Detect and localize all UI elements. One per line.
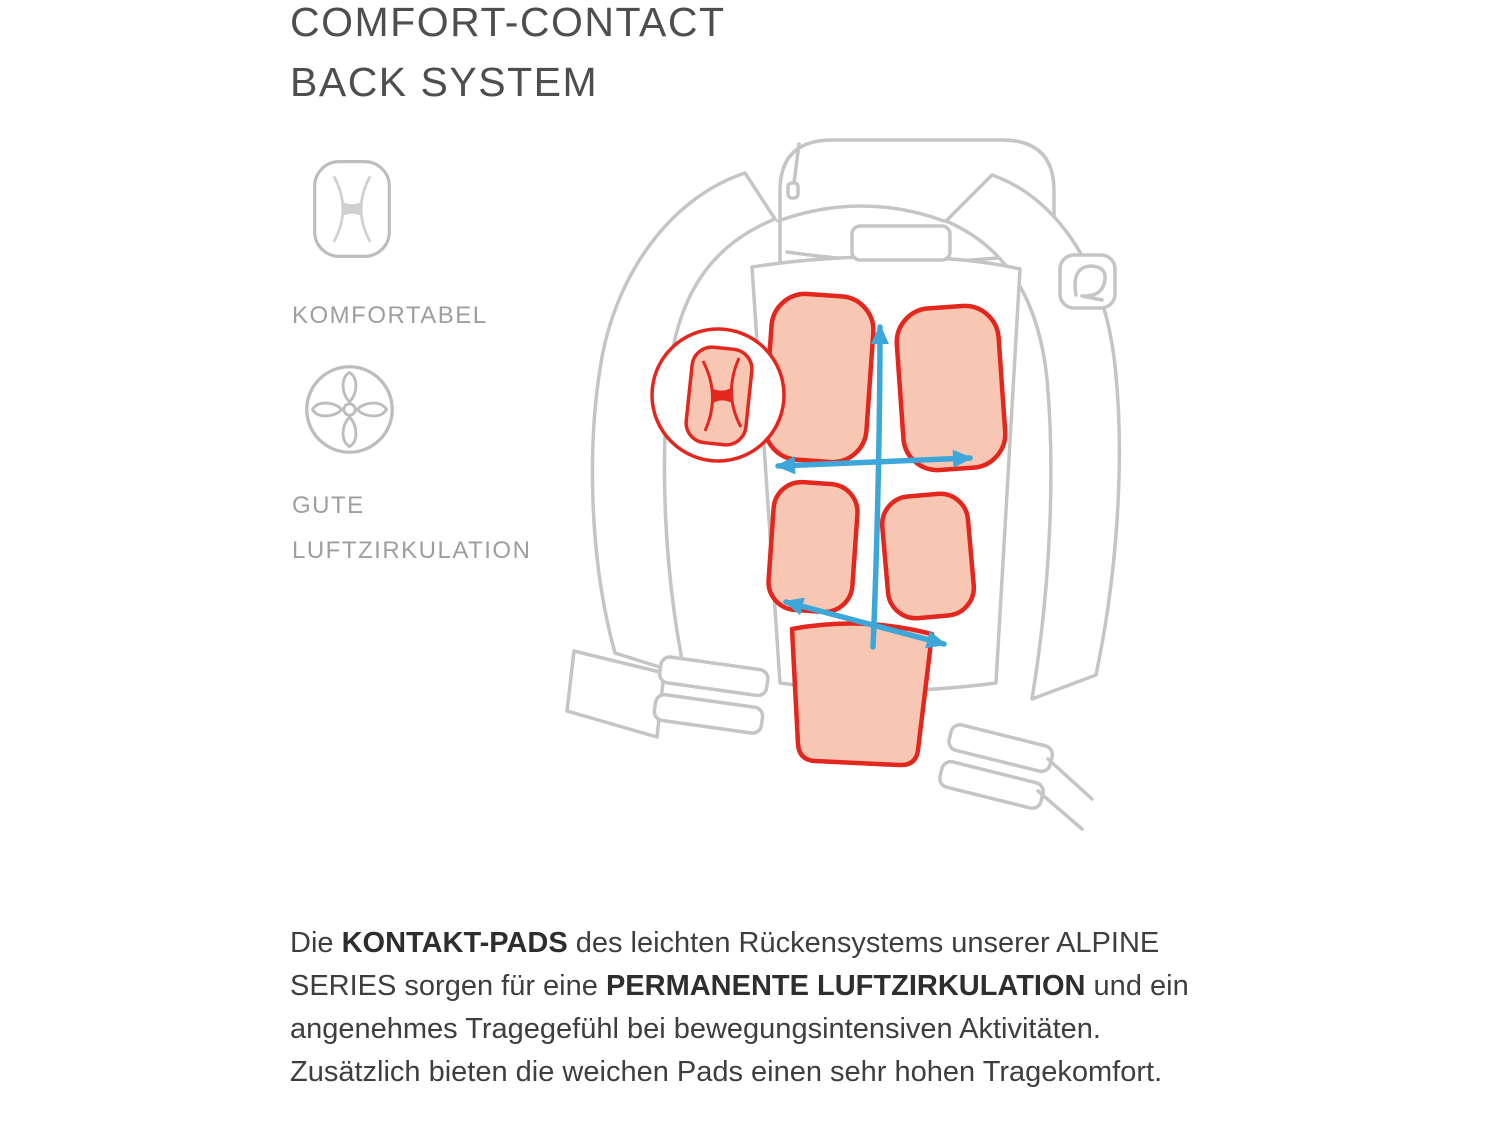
contact-pad-mid-right (879, 491, 977, 621)
page-title-line2: BACK SYSTEM (290, 59, 599, 105)
backpack-diagram (565, 138, 1122, 831)
hip-belt-right-buckle (938, 723, 1055, 810)
hip-belt-right-webbing (1036, 757, 1094, 831)
lid-handle (850, 224, 952, 262)
lid-zipper (792, 142, 801, 185)
strap-yoke (776, 204, 946, 223)
feature-comfort-label: KOMFORTABEL (292, 302, 488, 329)
brand-logo-mark (1073, 264, 1107, 302)
lid-zipper-pull (786, 181, 800, 200)
hip-belt-left-buckle (652, 655, 770, 735)
contact-pad-top-right (894, 303, 1008, 473)
feature-comfort: KOMFORTABEL (292, 158, 602, 338)
description-text: Die KONTAKT-PADS des leichten Rückensyst… (290, 927, 1189, 1088)
airflow-arrow-horizontal (775, 449, 973, 475)
air-circulation-fan-icon (305, 365, 394, 454)
feature-air-circulation-label: GUTE LUFTZIRKULATION (292, 492, 532, 564)
contact-pads (762, 291, 1008, 768)
feature-air-circulation: GUTE LUFTZIRKULATION (292, 362, 602, 573)
comfort-pad-icon (313, 160, 391, 258)
hip-belt-left-webbing (565, 649, 666, 739)
left-shoulder-strap (590, 171, 777, 677)
contact-pad-mid-left (766, 479, 860, 615)
zoom-detail (650, 327, 786, 463)
page-title: COMFORT-CONTACT BACK SYSTEM (290, 0, 726, 112)
airflow-arrow-diagonal (783, 597, 947, 649)
airflow-arrows (775, 324, 973, 650)
zoom-pad-seams (701, 357, 743, 432)
page-title-line1: COMFORT-CONTACT (290, 0, 726, 45)
brand-logo (1058, 253, 1117, 310)
contact-pad-bottom (789, 621, 935, 768)
